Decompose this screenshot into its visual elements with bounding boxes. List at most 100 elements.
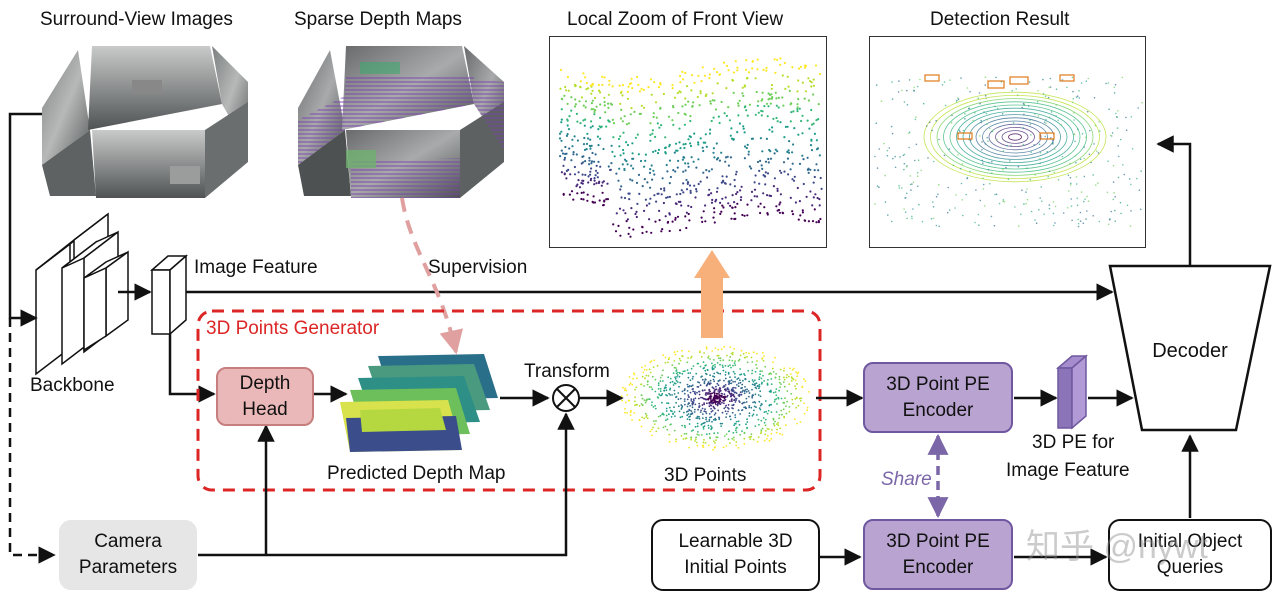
cloud-point <box>763 360 765 362</box>
cloud-point <box>701 434 703 436</box>
cloud-point <box>719 399 721 401</box>
cloud-point <box>689 415 691 417</box>
cloud-point <box>699 351 701 353</box>
cloud-point <box>726 445 728 447</box>
cloud-point <box>704 408 706 410</box>
image-feature-label: Image Feature <box>194 257 318 279</box>
cloud-point <box>795 379 797 381</box>
cloud-point <box>709 402 711 404</box>
cloud-point <box>733 439 735 441</box>
cloud-point <box>646 369 648 371</box>
cloud-point <box>733 371 735 373</box>
cloud-point <box>700 411 702 413</box>
cloud-point <box>710 397 712 399</box>
cloud-point <box>655 391 657 393</box>
cloud-point <box>751 389 753 391</box>
pe-feature-label-1: 3D PE for <box>1032 432 1114 454</box>
cloud-point <box>703 352 705 354</box>
cloud-point <box>713 419 715 421</box>
cloud-point <box>684 404 686 406</box>
cloud-point <box>690 439 692 441</box>
cloud-point <box>662 354 664 356</box>
cloud-point <box>768 405 770 407</box>
cloud-point <box>666 415 668 417</box>
cloud-point <box>689 419 691 421</box>
cloud-point <box>705 399 707 401</box>
cloud-point <box>756 360 758 362</box>
cloud-point <box>674 376 676 378</box>
cloud-point <box>689 385 691 387</box>
cloud-point <box>688 396 690 398</box>
cloud-point <box>779 376 781 378</box>
cloud-point <box>704 370 706 372</box>
cloud-point <box>794 418 796 420</box>
cloud-point <box>691 385 693 387</box>
cloud-point <box>757 385 759 387</box>
cloud-point <box>736 427 738 429</box>
cloud-point <box>757 441 759 443</box>
cloud-point <box>730 383 732 385</box>
cloud-point <box>731 390 733 392</box>
cloud-point <box>706 402 708 404</box>
cloud-point <box>660 377 662 379</box>
cloud-point <box>733 437 735 439</box>
cloud-point <box>680 416 682 418</box>
cloud-point <box>714 447 716 449</box>
cloud-point <box>695 438 697 440</box>
cloud-point <box>669 389 671 391</box>
cloud-point <box>634 389 636 391</box>
cloud-point <box>731 404 733 406</box>
cloud-point <box>749 436 751 438</box>
cloud-point <box>752 384 754 386</box>
cloud-point <box>741 350 743 352</box>
cloud-point <box>630 382 632 384</box>
cloud-point <box>723 346 725 348</box>
cloud-point <box>753 381 755 383</box>
watermark: 知乎 @nywt <box>1026 528 1208 566</box>
cloud-point <box>783 416 785 418</box>
cloud-point <box>653 359 655 361</box>
cloud-point <box>715 347 717 349</box>
cloud-point <box>733 424 735 426</box>
cloud-point <box>716 388 718 390</box>
cloud-point <box>713 440 715 442</box>
cloud-point <box>640 383 642 385</box>
cloud-point <box>666 395 668 397</box>
cloud-point <box>783 377 785 379</box>
cloud-point <box>736 431 738 433</box>
cloud-point <box>804 413 806 415</box>
cloud-point <box>738 447 740 449</box>
cloud-point <box>706 392 708 394</box>
cloud-point <box>706 433 708 435</box>
camera-parameters-box: Camera Parameters <box>59 520 197 590</box>
cloud-point <box>649 398 651 400</box>
cloud-point <box>738 385 740 387</box>
cloud-point <box>755 387 757 389</box>
cloud-point <box>803 402 805 404</box>
cloud-point <box>713 432 715 434</box>
cloud-point <box>738 382 740 384</box>
cloud-point <box>674 415 676 417</box>
cloud-point <box>644 399 646 401</box>
cloud-point <box>714 414 716 416</box>
cloud-point <box>713 373 715 375</box>
cloud-point <box>702 445 704 447</box>
cloud-point <box>660 388 662 390</box>
cloud-point <box>740 391 742 393</box>
cloud-point <box>663 427 665 429</box>
cloud-point <box>729 442 731 444</box>
cloud-point <box>648 375 650 377</box>
cloud-point <box>751 433 753 435</box>
cloud-point <box>759 370 761 372</box>
cloud-point <box>645 416 647 418</box>
cloud-point <box>734 364 736 366</box>
cloud-point <box>726 413 728 415</box>
learnable-points-box: Learnable 3D Initial Points <box>651 519 820 591</box>
cloud-point <box>690 400 692 402</box>
cloud-point <box>669 407 671 409</box>
cloud-point <box>681 435 683 437</box>
cloud-point <box>735 387 737 389</box>
cloud-point <box>791 380 793 382</box>
cloud-point <box>765 430 767 432</box>
cloud-point <box>732 381 734 383</box>
